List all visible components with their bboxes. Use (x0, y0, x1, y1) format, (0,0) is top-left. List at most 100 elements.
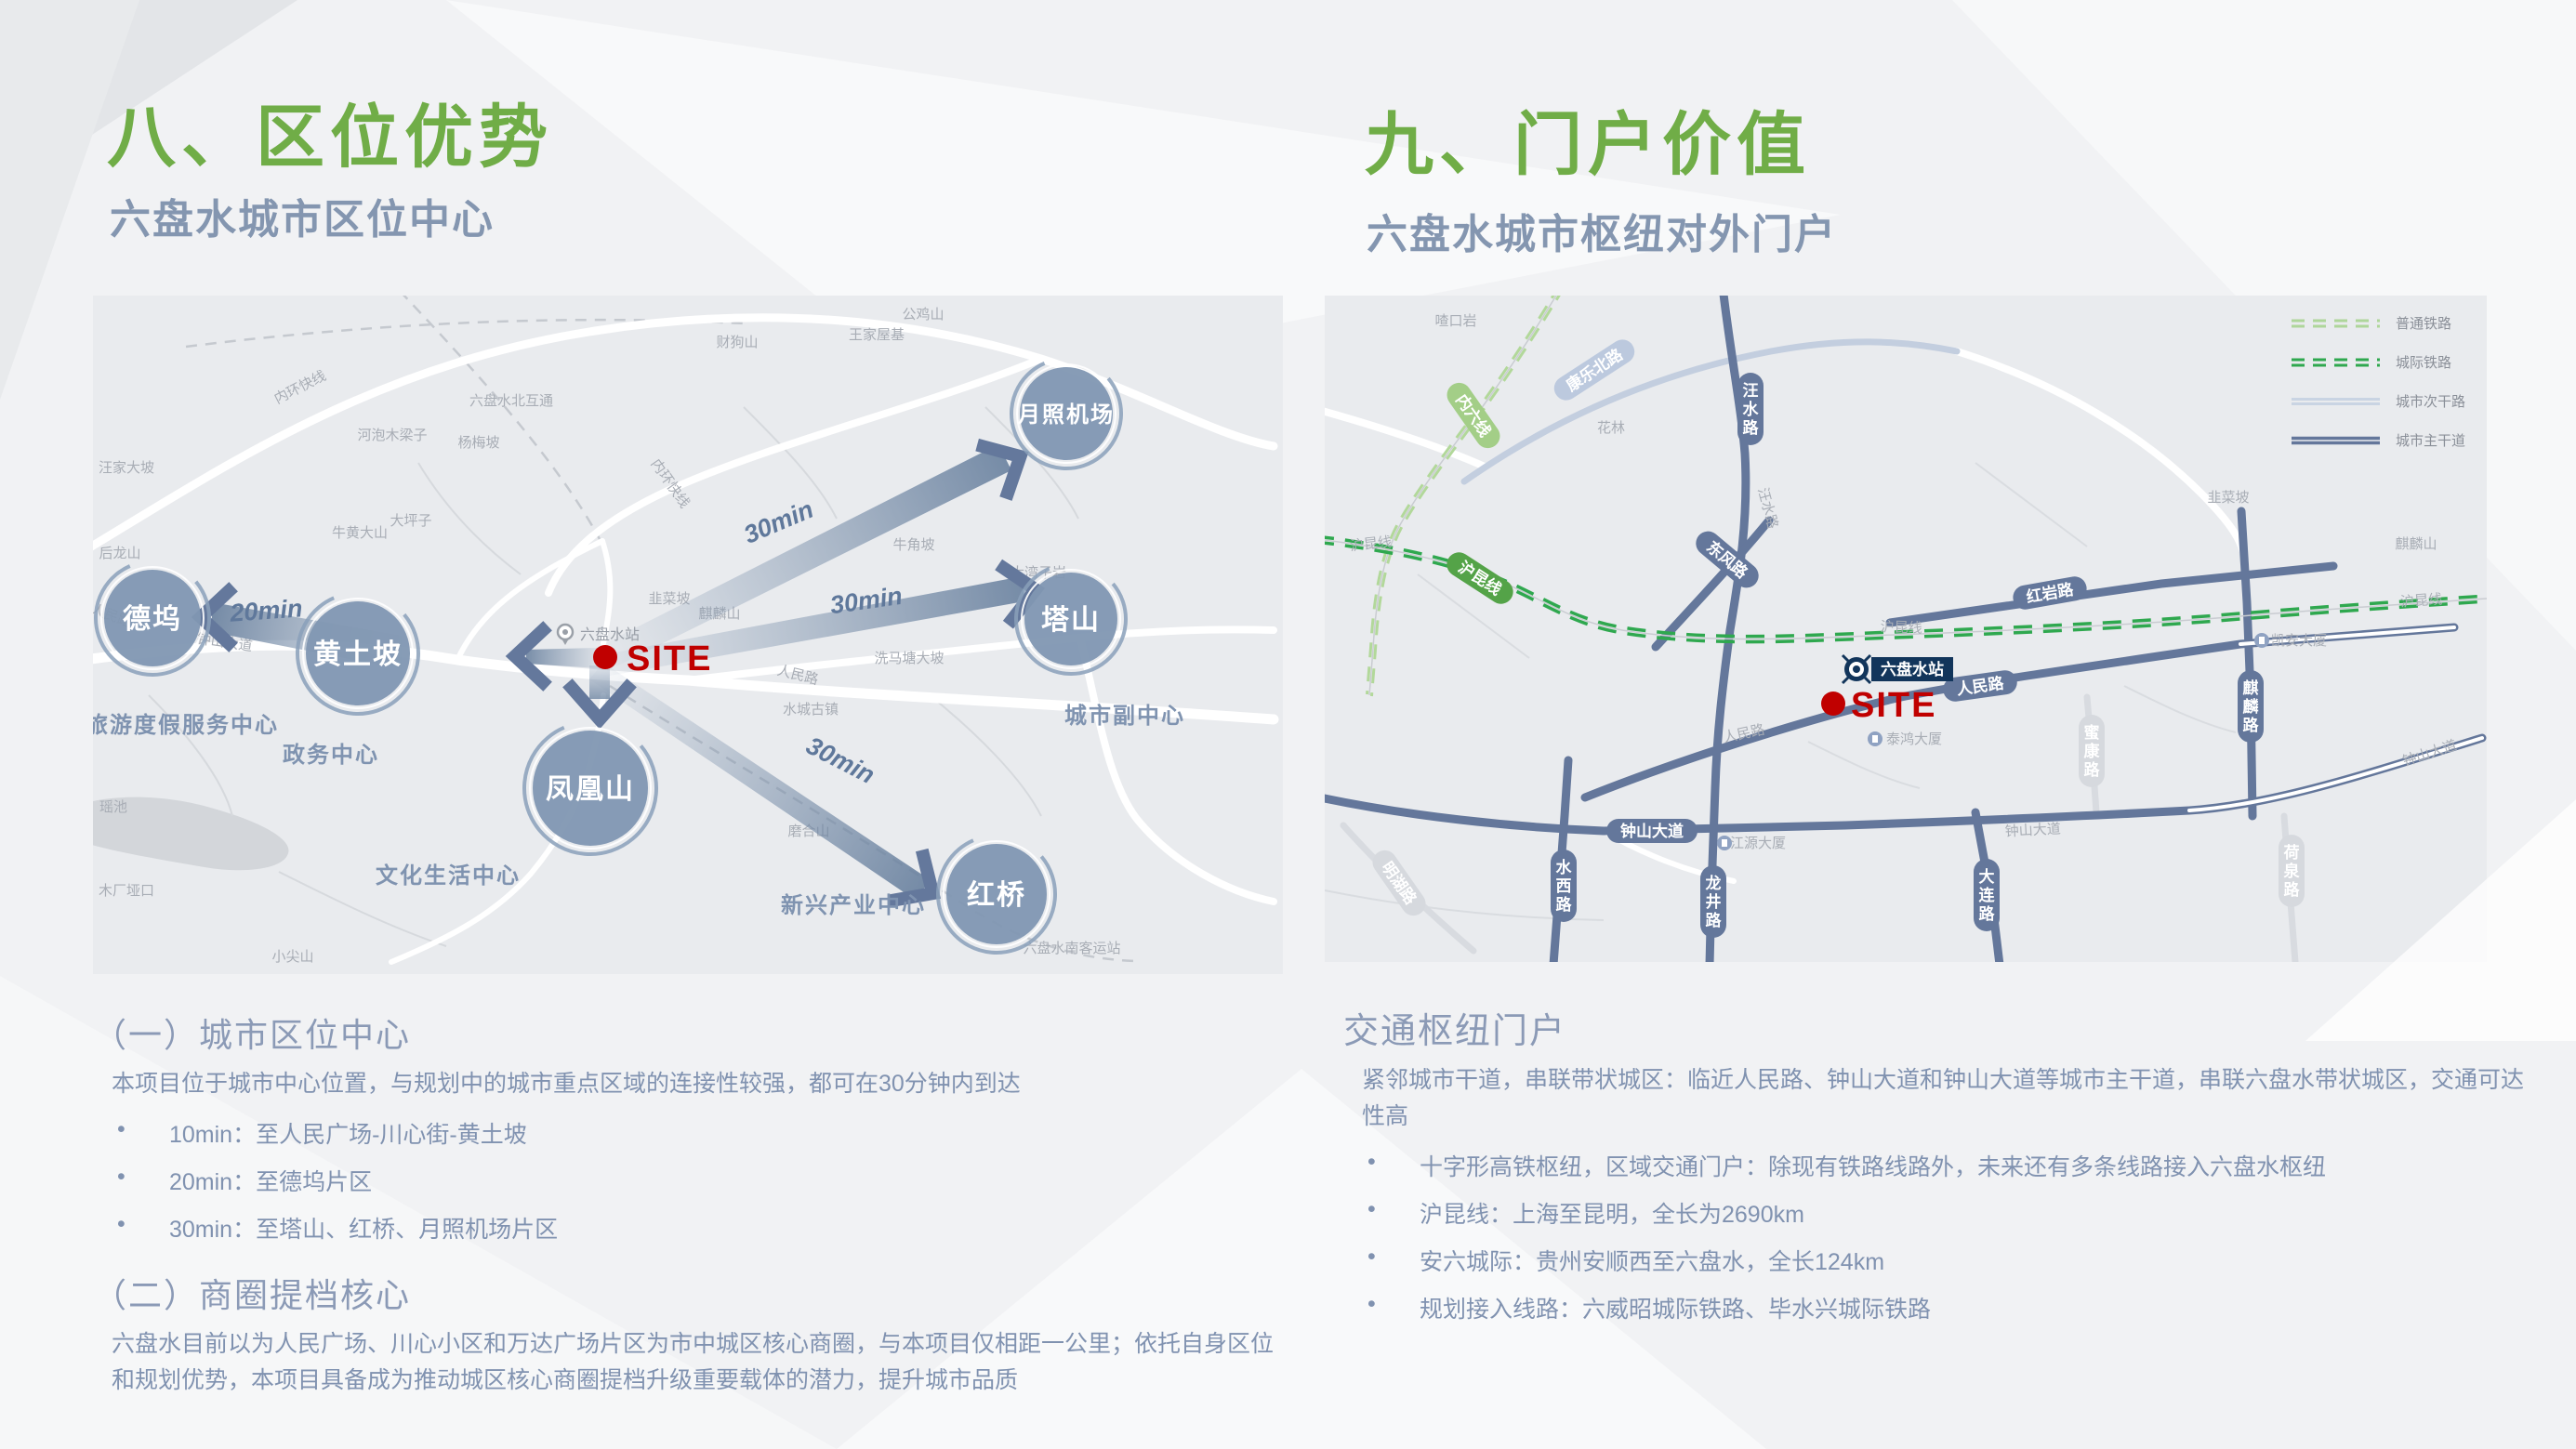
map-area-label: 大坪子 (390, 513, 431, 529)
road-pill-label: 龙井路 (1705, 874, 1723, 929)
station-label: 六盘水站 (1881, 660, 1944, 678)
legend-row: 城市次干路 (2292, 394, 2465, 410)
hub-fill (533, 731, 648, 846)
hub-ring (1014, 562, 1128, 676)
hub-fill (1024, 573, 1117, 665)
map-area-label: 六盘水南客运站 (1023, 940, 1120, 956)
city-location-map-svg: 内环快线六盘水北互通汪家大坡河泡木梁子杨梅坡牛黄大山大坪子内环快线后龙山人民路钟… (78, 290, 1283, 974)
hub-inner-ring (100, 566, 205, 670)
road-pill-box (1974, 859, 2000, 931)
map-area-label: 沪昆线 (2400, 591, 2443, 610)
map-area-label: 公鸡山 (902, 307, 944, 323)
hub-fill (306, 601, 410, 705)
legend-label: 城市主干道 (2396, 433, 2465, 449)
station-pin-icon (556, 623, 575, 645)
map-area-label: 财狗山 (716, 335, 758, 350)
hub-inner-ring (302, 598, 414, 709)
right-text-block: 交通枢纽门户 紧邻城市干道，串联带状城区：临近人民路、钟山大道和钟山大道等城市主… (1343, 1002, 2538, 1338)
map-area-label: 王家屋基 (849, 327, 905, 343)
hub-ring (1010, 357, 1123, 470)
minor-roads (148, 406, 1079, 947)
site-dot (593, 645, 617, 669)
road-pill-box (1943, 670, 2017, 702)
road-pill-label: 荷泉路 (2283, 843, 2301, 899)
road-pill-box (1372, 850, 1426, 916)
left-section1-bullets: 10min：至人民广场-川心街-黄土坡 20min：至德坞片区 30min：至塔… (112, 1116, 1283, 1245)
left-section-title: 八、区位优势 (107, 99, 553, 176)
road-pill: 汪水路 (1737, 373, 1764, 445)
road-pill-box (2079, 715, 2105, 787)
hub-inner-ring (529, 727, 652, 850)
left-section1-body: 本项目位于城市中心位置，与规划中的城市重点区域的连接性较强，都可在30分钟内到达 (112, 1071, 1021, 1097)
road-pill-box (1447, 552, 1513, 604)
left-section-subtitle: 六盘水城市区位中心 (110, 197, 495, 243)
zone-label: 新兴产业中心 (781, 892, 926, 918)
legend-row: 城际铁路 (2292, 355, 2451, 371)
station-target-icon (1841, 653, 1872, 685)
hub-circle: 黄土坡 (296, 591, 420, 716)
map-area-label: 汪家大坡 (99, 460, 154, 476)
road-pill-box (1700, 865, 1726, 938)
right-section-bullets: 十字形高铁枢纽，区域交通门户：除现有铁路线路外，未来还有多条线路接入六盘水枢纽 … (1362, 1149, 2538, 1324)
map-area-label: 泰鸿大厦 (1886, 731, 1942, 747)
road-pill-label: 水西路 (1556, 858, 1573, 914)
road-pill-box (2238, 670, 2264, 743)
road-pill: 荷泉路 (2279, 835, 2305, 907)
road-name-pills: 康乐北路内六线沪昆线汪水路东风路红岩路人民路钟山大道水西路龙井路大连路麒麟路蜜康… (1372, 339, 2305, 938)
map-area-label: 江源大厦 (1730, 836, 1786, 851)
road-pill: 红岩路 (2013, 576, 2087, 610)
bullet-item: 沪昆线：上海至昆明，全长为2690km (1362, 1196, 2538, 1230)
road-pill: 沪昆线 (1447, 552, 1513, 604)
map-area-label: 凯安大厦 (2271, 633, 2327, 649)
road-center-lines (2187, 626, 2484, 812)
building-icons (1717, 633, 2269, 850)
hub-ring (936, 833, 1057, 955)
road-pill-label: 麒麟路 (2243, 678, 2260, 734)
right-section-body: 紧邻城市干道，串联带状城区：临近人民路、钟山大道和钟山大道等城市主干道，串联六盘… (1362, 1067, 2525, 1129)
bullet-item: 30min：至塔山、红桥、月照机场片区 (112, 1211, 1283, 1245)
hub-inner-ring (943, 840, 1050, 948)
city-location-map: 内环快线六盘水北互通汪家大坡河泡木梁子杨梅坡牛黄大山大坪子内环快线后龙山人民路钟… (78, 290, 1283, 974)
hub-circle: 塔山 (1014, 562, 1128, 676)
road-pill: 钟山大道 (1606, 819, 1698, 843)
map-area-label: 六盘水北互通 (469, 392, 553, 409)
bullet-item: 安六城际：贵州安顺西至六盘水，全长124km (1362, 1244, 2538, 1277)
hub-label: 塔山 (1041, 605, 1101, 636)
hub-inner-ring (1021, 569, 1121, 669)
hub-fill (946, 844, 1047, 944)
arrow-down-icon (562, 678, 637, 730)
road-pill-box (1737, 373, 1764, 445)
map-area-label: 沪昆线 (1349, 534, 1393, 555)
gateway-map-svg: 喳口岩花林麒麟山韭菜坡凯安大厦泰鸿大厦江源大厦沪昆线沪昆线沪昆线汪水路人民路钟山… (1312, 282, 2488, 969)
hub-circle: 凤凰山 (522, 720, 658, 856)
map-area-label: 麒麟山 (2395, 536, 2437, 552)
arrow-left-icon (191, 582, 238, 652)
hub-label: 凤凰山 (546, 774, 635, 805)
bullet-item: 20min：至德坞片区 (112, 1164, 1283, 1197)
road-pill: 人民路 (1943, 670, 2017, 702)
hub-ring (522, 720, 658, 856)
site-dot (1821, 692, 1845, 716)
station-label-box (1871, 657, 1953, 681)
road-pill-box (2279, 835, 2305, 907)
arrow-right-icon (887, 848, 941, 908)
road-pill-label: 蜜康路 (2084, 723, 2101, 779)
road-pill-label: 汪水路 (1743, 381, 1760, 437)
site-label: SITE (1851, 686, 1936, 725)
road-pill-box (1606, 819, 1698, 843)
road-pill-label: 大连路 (1979, 867, 1996, 923)
zone-label: 政务中心 (283, 742, 379, 768)
map-area-label: 洗马塘大坡 (874, 651, 944, 666)
map-area-label: 花林 (1597, 420, 1625, 436)
map-area-label: 河泡木梁子 (357, 428, 427, 443)
left-text-block: （一）城市区位中心 本项目位于城市中心位置，与规划中的城市重点区域的连接性较强，… (93, 1008, 1283, 1407)
map-area-label: 钟山大道 (2004, 821, 2061, 839)
map-area-label: 小尖山 (271, 949, 313, 965)
road-pill-box (1447, 382, 1500, 449)
hub-ring (296, 591, 420, 716)
gateway-map: 喳口岩花林麒麟山韭菜坡凯安大厦泰鸿大厦江源大厦沪昆线沪昆线沪昆线汪水路人民路钟山… (1312, 282, 2488, 969)
road-pill-box (1696, 531, 1759, 588)
minor-roads (1324, 462, 2237, 921)
